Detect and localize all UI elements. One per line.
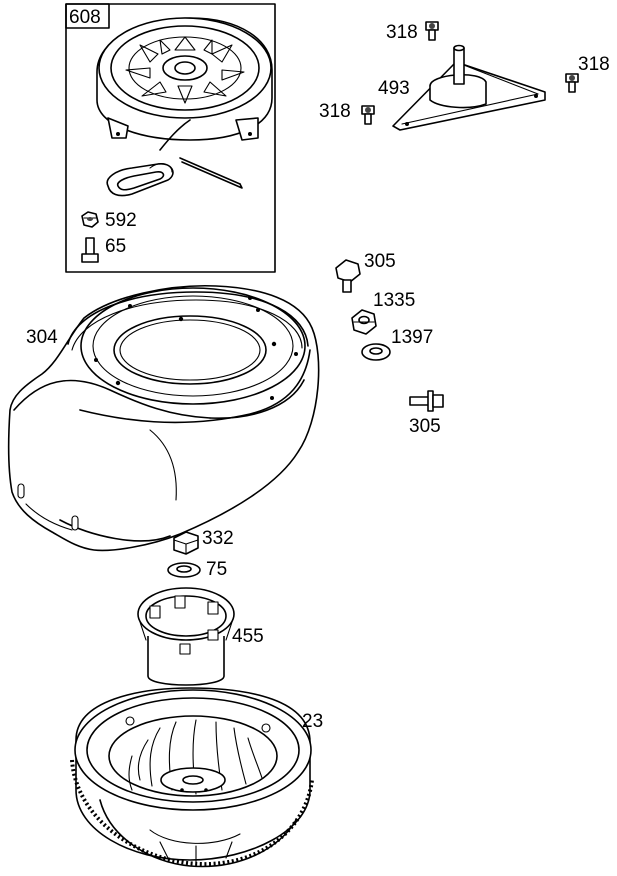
- flywheel-23-drawing: [70, 687, 314, 868]
- screw-318-left: [361, 105, 375, 125]
- nut-332-drawing: [173, 531, 199, 555]
- label-332: 332: [202, 528, 234, 549]
- label-318-left: 318: [319, 101, 351, 122]
- bolt-65-drawing: [81, 237, 99, 263]
- label-592: 592: [105, 210, 137, 231]
- washer-75-drawing: [167, 562, 201, 578]
- label-305-bottom: 305: [409, 416, 441, 437]
- stud-305-top-drawing: [335, 259, 361, 293]
- starter-cup-455-drawing: [137, 587, 235, 686]
- stud-305-bottom-drawing: [409, 390, 444, 412]
- label-318-top: 318: [386, 22, 418, 43]
- label-455: 455: [232, 626, 264, 647]
- label-493: 493: [378, 78, 410, 99]
- rewind-starter-drawing: [96, 17, 273, 197]
- kit-608-box: 608: [65, 3, 276, 273]
- label-75: 75: [206, 559, 227, 580]
- blower-housing-304-drawing: [7, 284, 320, 552]
- label-304: 304: [26, 327, 58, 348]
- label-305-top: 305: [364, 251, 396, 272]
- nut-1335-drawing: [351, 309, 377, 335]
- label-318-right: 318: [578, 54, 610, 75]
- washer-1397-drawing: [361, 343, 391, 361]
- label-23: 23: [302, 711, 323, 732]
- screw-318-top: [425, 21, 439, 41]
- nut-592-drawing: [81, 211, 99, 228]
- kit-608-label: 608: [69, 7, 101, 28]
- label-65: 65: [105, 236, 126, 257]
- stabilizer-493-drawing: [392, 44, 546, 131]
- label-1335: 1335: [373, 290, 415, 311]
- label-1397: 1397: [391, 327, 433, 348]
- screw-318-right: [565, 73, 579, 93]
